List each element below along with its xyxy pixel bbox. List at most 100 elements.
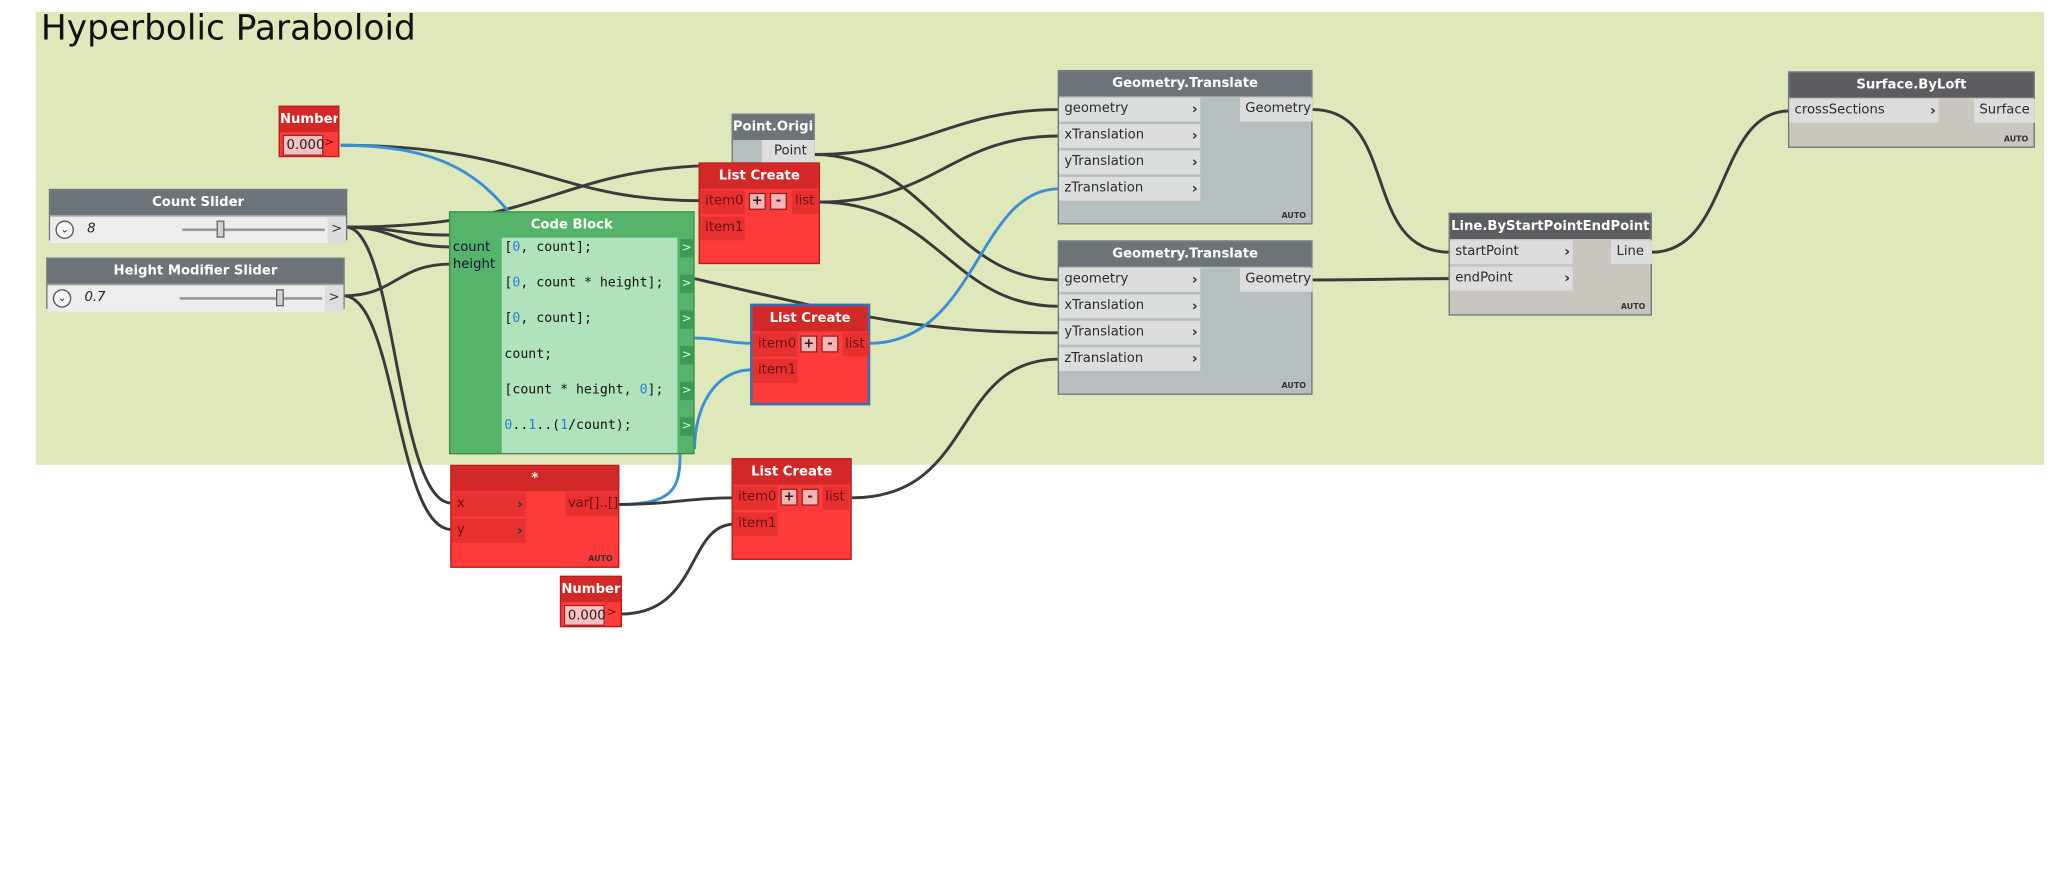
chevron-right-icon: ›	[516, 495, 523, 513]
add-input-button[interactable]: +	[800, 335, 818, 353]
port-label: y	[456, 522, 465, 538]
output-port[interactable]: >	[680, 274, 694, 294]
input-port-item0[interactable]: item0	[699, 190, 745, 214]
input-port-geometry[interactable]: geometry›	[1059, 97, 1201, 122]
slider-output-port[interactable]: >	[324, 285, 344, 312]
list-create-node-1[interactable]: List Create item0 + - list item1	[698, 162, 821, 265]
number-value[interactable]: 0.000	[563, 604, 606, 626]
chevron-down-icon[interactable]: ⌄	[52, 289, 72, 308]
wire-number2-to-list3[interactable]	[620, 522, 735, 616]
input-port-ztranslation[interactable]: zTranslation ›	[1059, 347, 1201, 372]
chevron-right-icon: ›	[1564, 242, 1571, 261]
input-port-item1[interactable]: item1	[752, 359, 798, 383]
output-port[interactable]: Geometry	[1239, 97, 1313, 122]
slider-output-port[interactable]: >	[327, 216, 346, 243]
node-title: *	[451, 466, 618, 492]
output-port[interactable]: >	[680, 345, 694, 365]
chevron-right-icon: ›	[1191, 179, 1198, 197]
remove-input-button[interactable]: -	[821, 335, 839, 353]
input-port-startpoint[interactable]: startPoint›	[1449, 240, 1573, 265]
output-port[interactable]: Surface	[1974, 99, 2035, 123]
input-port-height[interactable]: height	[452, 257, 496, 273]
output-port[interactable]: >	[680, 381, 694, 401]
number-output-port[interactable]: >	[324, 136, 335, 150]
input-port-ytranslation[interactable]: yTranslation›	[1059, 150, 1201, 175]
chevron-right-icon: ›	[1191, 323, 1198, 341]
input-port-y[interactable]: y›	[451, 518, 526, 543]
output-port[interactable]: list	[792, 190, 819, 214]
point-origin-node[interactable]: Point.Origin Point	[731, 113, 815, 164]
input-port-crosssections[interactable]: crossSections›	[1789, 99, 1939, 123]
input-port-endpoint[interactable]: endPoint›	[1449, 266, 1573, 291]
slider-track[interactable]	[182, 228, 325, 232]
remove-input-button[interactable]: -	[769, 192, 788, 210]
chevron-right-icon: ›	[516, 521, 523, 539]
output-port[interactable]: var[]..[]	[565, 492, 618, 517]
geometry-translate-node-2[interactable]: Geometry.Translate geometry› xTranslatio…	[1057, 240, 1313, 395]
add-input-button[interactable]: +	[780, 488, 798, 506]
number-value[interactable]: 0.000	[282, 134, 324, 156]
lacing-label: AUTO	[1281, 381, 1306, 391]
output-port[interactable]: >	[680, 310, 694, 329]
port-label: x	[456, 496, 465, 512]
slider-thumb[interactable]	[275, 289, 284, 307]
code-editor[interactable]: [0, count]; [0, count * height]; [0, cou…	[501, 237, 678, 453]
chevron-right-icon: ›	[1191, 349, 1198, 368]
chevron-down-icon[interactable]: ⌄	[55, 220, 74, 240]
output-port[interactable]: Line	[1611, 240, 1652, 265]
list-create-node-2[interactable]: List Create item0 + - list item1	[750, 303, 871, 406]
node-title: Geometry.Translate	[1059, 71, 1312, 97]
input-port-ztranslation[interactable]: zTranslation ›	[1059, 176, 1201, 201]
port-label: yTranslation	[1064, 154, 1145, 170]
input-port-item0[interactable]: item0	[732, 485, 778, 510]
input-port-count[interactable]: count	[452, 240, 491, 255]
multiply-node[interactable]: * x› y› var[]..[] AUTO	[450, 464, 620, 568]
code-line: [0, count];	[504, 311, 592, 327]
count-slider-node[interactable]: Count Slider ⌄ 8 >	[48, 188, 348, 243]
chevron-right-icon: ›	[1929, 101, 1936, 119]
output-port[interactable]: list	[822, 485, 850, 510]
geometry-translate-node-1[interactable]: Geometry.Translate geometry› xTranslatio…	[1057, 69, 1313, 225]
input-port-item0[interactable]: item0	[752, 332, 798, 357]
group-title: Hyperbolic Paraboloid	[40, 9, 416, 49]
code-block-node[interactable]: Code Block count height [0, count]; [0, …	[448, 211, 695, 455]
output-port[interactable]: list	[842, 332, 869, 357]
slider-value: 0.7	[84, 290, 106, 306]
lacing-label: AUTO	[2003, 134, 2029, 144]
number-node-bottom[interactable]: Number 0.000 >	[559, 575, 622, 628]
remove-input-button[interactable]: -	[801, 488, 819, 506]
height-slider-node[interactable]: Height Modifier Slider ⌄ 0.7 >	[46, 257, 345, 312]
node-title: Number	[561, 577, 621, 603]
input-port-x[interactable]: x›	[451, 492, 526, 517]
output-port[interactable]: Geometry	[1239, 268, 1313, 292]
node-title: List Create	[732, 459, 851, 485]
slider-body: ⌄ 0.7 >	[47, 283, 344, 312]
output-port[interactable]: Point	[761, 139, 815, 164]
lacing-label: AUTO	[1281, 211, 1306, 221]
output-port[interactable]: >	[680, 417, 694, 436]
line-by-points-node[interactable]: Line.ByStartPointEndPoint startPoint› en…	[1448, 212, 1652, 316]
number-node-top[interactable]: Number 0.000 >	[278, 105, 340, 158]
input-port-ytranslation[interactable]: yTranslation›	[1059, 320, 1201, 345]
input-port-xtranslation[interactable]: xTranslation›	[1059, 294, 1201, 319]
port-label: zTranslation	[1064, 180, 1144, 196]
number-output-port[interactable]: >	[606, 606, 617, 620]
input-port-geometry[interactable]: geometry›	[1059, 268, 1201, 292]
node-title: List Create	[752, 306, 868, 332]
node-title: Geometry.Translate	[1059, 241, 1312, 267]
chevron-right-icon: ›	[1191, 270, 1198, 288]
input-port-item1[interactable]: item1	[732, 512, 778, 537]
slider-thumb[interactable]	[216, 220, 225, 238]
chevron-right-icon: ›	[1191, 126, 1198, 144]
slider-track[interactable]	[179, 297, 323, 300]
add-input-button[interactable]: +	[748, 192, 766, 210]
node-title: List Create	[699, 163, 819, 189]
lacing-label: AUTO	[1620, 302, 1646, 312]
input-port-xtranslation[interactable]: xTranslation›	[1059, 124, 1201, 148]
surface-by-loft-node[interactable]: Surface.ByLoft crossSections› Surface AU…	[1787, 71, 2035, 148]
output-port[interactable]: >	[680, 239, 694, 258]
wire-multiply-to-list3[interactable]	[617, 496, 735, 506]
port-label: zTranslation	[1064, 351, 1144, 366]
input-port-item1[interactable]: item1	[699, 216, 745, 241]
list-create-node-3[interactable]: List Create item0 + - list item1	[731, 458, 852, 560]
